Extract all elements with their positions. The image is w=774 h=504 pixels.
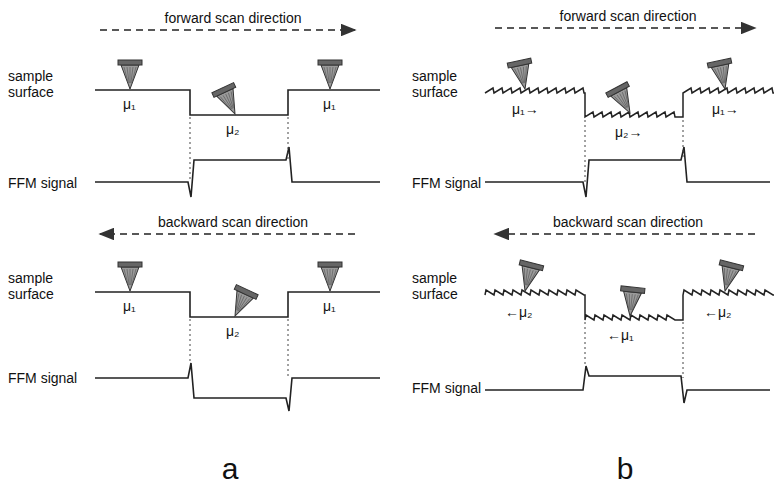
afm-tip	[318, 262, 342, 291]
axis-label: FFM signal	[412, 175, 481, 191]
friction-label: μ₁→	[712, 101, 739, 117]
scan-direction-label: forward scan direction	[557, 8, 700, 24]
afm-tip	[618, 286, 645, 317]
scan-arrow	[100, 233, 355, 235]
friction-label: ←μ₂	[704, 304, 732, 320]
rough-surface	[485, 290, 774, 320]
friction-label: μ₂→	[615, 124, 643, 140]
afm-tip	[118, 262, 142, 291]
axis-label: sample surface	[412, 270, 474, 302]
afm-tip	[212, 83, 246, 119]
scan-direction-label: backward scan direction	[155, 214, 311, 230]
ffm-signal	[485, 147, 770, 197]
axis-label: sample surface	[412, 68, 474, 100]
ffm-signal	[95, 147, 380, 197]
ffm-signal	[485, 366, 770, 403]
friction-label: μ₁	[323, 298, 336, 314]
friction-label: μ₂	[226, 121, 240, 137]
scan-direction-label: backward scan direction	[550, 214, 706, 230]
friction-label: μ₁	[123, 298, 136, 314]
scan-arrow	[495, 27, 755, 29]
panel-letter: a	[222, 452, 239, 487]
axis-label: FFM signal	[8, 175, 77, 191]
axis-label: sample surface	[8, 68, 70, 100]
afm-tip	[224, 285, 258, 321]
rough-surface	[485, 88, 774, 117]
scan-arrow	[495, 233, 755, 235]
friction-label: μ₁→	[512, 101, 539, 117]
afm-tip	[318, 60, 342, 89]
afm-tip	[513, 260, 543, 294]
sample-surface	[95, 90, 380, 115]
friction-label: ←μ₂	[505, 304, 533, 320]
axis-label: FFM signal	[8, 370, 77, 386]
scan-direction-label: forward scan direction	[162, 10, 305, 26]
friction-label: μ₂	[226, 323, 240, 339]
afm-tip	[606, 82, 641, 119]
friction-label: μ₁	[323, 96, 336, 112]
scan-arrow	[100, 29, 355, 31]
friction-label: ←μ₁	[607, 327, 634, 343]
axis-label: FFM signal	[412, 380, 481, 396]
afm-tip	[713, 260, 743, 294]
afm-tip	[118, 60, 142, 89]
ffm-signal	[95, 363, 380, 411]
panel-letter: b	[617, 452, 634, 487]
afm-tip	[507, 58, 537, 91]
axis-label: sample surface	[8, 270, 70, 302]
friction-label: μ₁	[123, 96, 136, 112]
afm-tip	[707, 58, 737, 91]
